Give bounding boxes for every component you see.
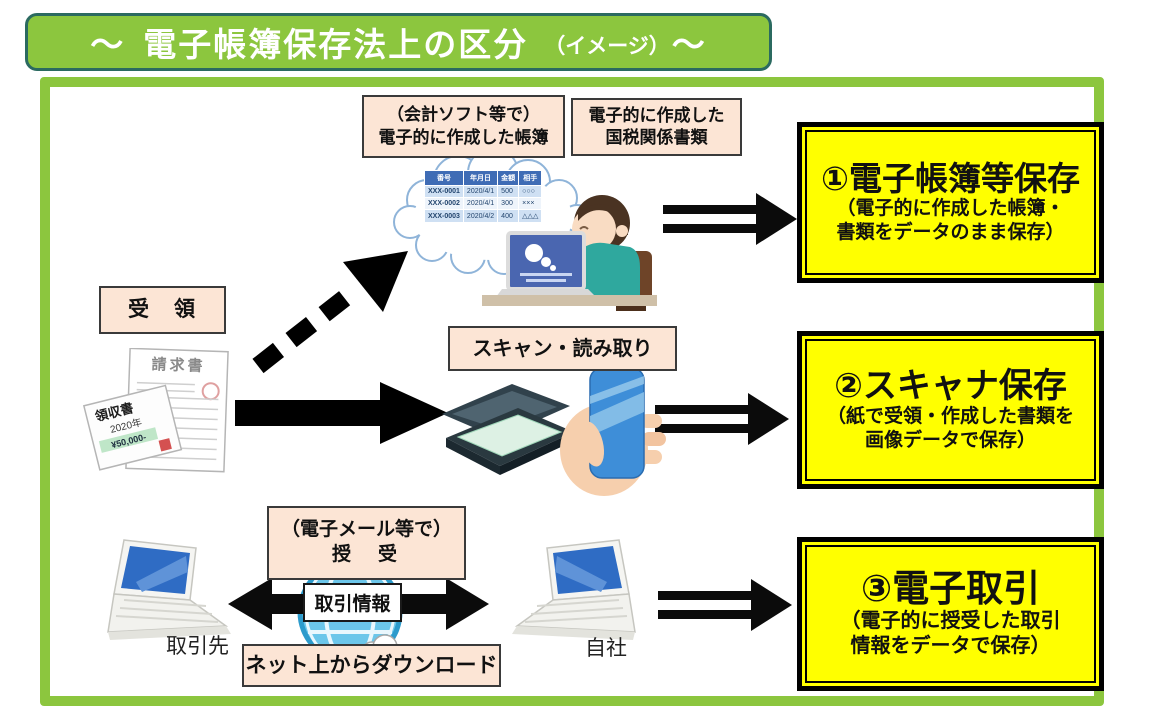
label-line: （会計ソフト等で） — [387, 105, 540, 125]
cell: XXX-0003 — [424, 209, 464, 223]
category-desc-line: （電子的に作成した帳簿・ — [836, 197, 1065, 219]
label-download-from-net: ネット上からダウンロード — [242, 644, 501, 687]
label-line: 授 受 — [331, 544, 401, 565]
category-desc-line: （紙で受領・作成した書類を — [826, 405, 1074, 427]
category-title: ②スキャナ保存 — [834, 366, 1067, 405]
category-desc-line: 書類をデータのまま保存） — [836, 221, 1065, 243]
double-line-arrow-right-icon — [658, 579, 792, 631]
person-at-computer-icon — [482, 195, 657, 311]
smartphone-in-hand-icon — [560, 367, 666, 496]
cell: 500 — [497, 185, 520, 198]
label-line: 受 領 — [128, 298, 197, 322]
category-box-inner: ①電子帳簿等保存 （電子的に作成した帳簿・ 書類をデータのまま保存） — [805, 130, 1096, 275]
label-scan-read: スキャン・読み取り — [448, 326, 677, 371]
dashed-arrow-up-right-icon — [252, 251, 408, 374]
invoice-receipt-documents-icon: 請求書 領収書 2020年 ¥50,000- — [82, 348, 229, 473]
partner-laptop-icon — [107, 539, 231, 640]
category-box-electronic-books: ①電子帳簿等保存 （電子的に作成した帳簿・ 書類をデータのまま保存） — [797, 122, 1104, 283]
scanner-icon — [442, 384, 574, 475]
col-header: 金額 — [497, 170, 520, 186]
double-line-arrow-right-icon — [655, 393, 789, 445]
cell: 400 — [497, 209, 520, 223]
category-box-inner: ③電子取引 （電子的に授受した取引 情報をデータで保存） — [805, 545, 1096, 683]
category-title: ③電子取引 — [860, 567, 1041, 609]
solid-arrow-right-icon — [235, 382, 448, 444]
table-row: XXX-0003 2020/4/2 400 △△△ — [424, 209, 543, 223]
label-own-company: 自社 — [585, 632, 627, 662]
page-title: 電子帳簿保存法上の区分 — [143, 26, 529, 63]
cell: 300 — [497, 197, 520, 210]
double-line-arrow-right-icon — [663, 193, 797, 245]
label-line: （電子メール等で） — [280, 519, 452, 541]
diagram-title-bar: 〜 電子帳簿保存法上の区分 （イメージ） 〜 — [25, 13, 772, 71]
cloud-ledger-table: 番号 年月日 金額 相手 XXX-0001 2020/4/1 500 ○○○ X… — [424, 170, 543, 223]
cell: 2020/4/1 — [462, 197, 499, 210]
label-receive: 受 領 — [99, 286, 226, 334]
col-header: 番号 — [424, 170, 464, 186]
label-line: 電子的に作成した帳簿 — [378, 127, 549, 147]
cell: XXX-0001 — [424, 185, 464, 198]
label-transaction-info: 取引情報 — [303, 583, 402, 622]
label-line: 電子的に作成した — [588, 105, 725, 125]
label-line: 自社 — [585, 637, 627, 660]
label-line: 取引情報 — [314, 594, 391, 615]
cell: XXX-0002 — [424, 197, 464, 210]
category-box-electronic-transactions: ③電子取引 （電子的に授受した取引 情報をデータで保存） — [797, 537, 1104, 691]
title-tilde-left: 〜 — [90, 26, 126, 63]
invoice-title-text: 請求書 — [151, 355, 206, 375]
title-subtitle: （イメージ） — [544, 35, 670, 58]
label-email-exchange: （電子メール等で） 授 受 — [267, 506, 466, 580]
category-box-inner: ②スキャナ保存 （紙で受領・作成した書類を 画像データで保存） — [805, 339, 1096, 481]
label-electronic-tax-documents: 電子的に作成した 国税関係書類 — [571, 98, 742, 156]
label-accounting-software-ledger: （会計ソフト等で） 電子的に作成した帳簿 — [362, 95, 565, 158]
label-line: 国税関係書類 — [605, 128, 708, 147]
label-line: ネット上からダウンロード — [245, 653, 498, 677]
label-partner-company: 取引先 — [166, 630, 229, 660]
col-header: 相手 — [518, 170, 543, 186]
table-row: XXX-0001 2020/4/1 500 ○○○ — [424, 185, 543, 198]
title-tilde-right: 〜 — [671, 26, 707, 63]
table-header-row: 番号 年月日 金額 相手 — [424, 170, 543, 186]
category-desc-line: 情報をデータで保存） — [850, 635, 1051, 658]
label-line: 取引先 — [166, 635, 229, 658]
cell: 2020/4/2 — [462, 209, 499, 223]
category-desc-line: 画像データで保存） — [864, 429, 1036, 451]
category-box-scanner-storage: ②スキャナ保存 （紙で受領・作成した書類を 画像データで保存） — [797, 331, 1104, 489]
cell: △△△ — [518, 209, 543, 223]
own-company-laptop-icon — [512, 539, 636, 640]
col-header: 年月日 — [462, 170, 499, 186]
category-title: ①電子帳簿等保存 — [821, 159, 1080, 197]
label-line: スキャン・読み取り — [472, 337, 653, 360]
category-desc-line: （電子的に授受した取引 — [840, 610, 1061, 633]
